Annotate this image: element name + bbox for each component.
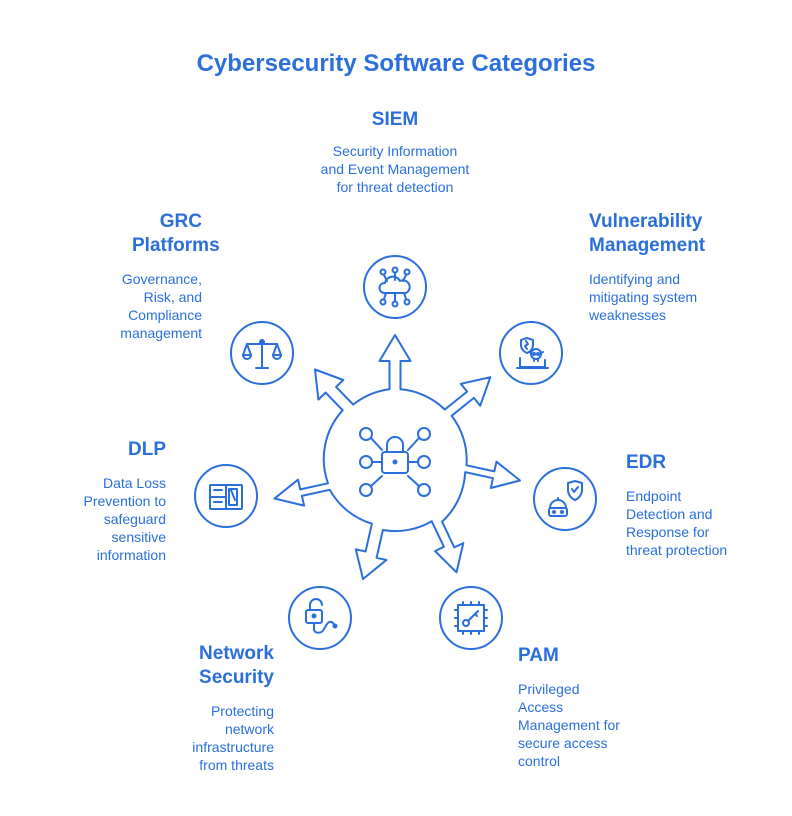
category-name: DLP	[128, 439, 166, 460]
diagram-title: Cybersecurity Software Categories	[196, 50, 596, 77]
scales-icon	[230, 321, 294, 385]
document-shield-icon	[194, 464, 258, 528]
category-dlp: DLP Data Loss Prevention to safeguard se…	[66, 438, 167, 564]
padlock-cable-icon	[288, 586, 352, 650]
category-siem: SIEM Security Information and Event Mana…	[320, 108, 470, 196]
key-circuit-icon	[439, 586, 503, 650]
category-pam: PAM Privileged Access Management for sec…	[518, 644, 628, 770]
category-name: EDR	[626, 452, 667, 473]
category-edr: EDR Endpoint Detection and Response for …	[626, 451, 756, 559]
category-description: Governance, Risk, and Compliance managem…	[120, 271, 202, 341]
category-name: SIEM	[371, 109, 419, 130]
category-description: Endpoint Detection and Response for thre…	[626, 488, 728, 558]
category-description: Identifying and mitigating system weakne…	[589, 271, 698, 323]
category-description: Data Loss Prevention to safeguard sensit…	[83, 475, 167, 563]
category-grc-platforms: GRC Platforms Governance, Risk, and Comp…	[102, 210, 220, 342]
category-name: Network Security	[199, 643, 274, 688]
category-description: Privileged Access Management for secure …	[518, 681, 620, 769]
category-name: Vulnerability Management	[589, 211, 706, 256]
category-vulnerability-management: Vulnerability Management Identifying and…	[589, 210, 729, 324]
category-description: Security Information and Event Managemen…	[320, 143, 470, 195]
hub-outline	[273, 334, 521, 580]
hub-with-arrows	[273, 334, 521, 580]
cloud-network-icon	[363, 255, 427, 319]
category-description: Protecting network infrastructure from t…	[192, 703, 274, 773]
category-name: PAM	[518, 645, 559, 666]
bug-laptop-icon	[499, 321, 563, 385]
shield-endpoint-icon	[533, 467, 597, 531]
category-name: GRC Platforms	[132, 211, 220, 256]
network-lock-icon	[359, 427, 431, 497]
category-network-security: Network Security Protecting network infr…	[164, 642, 274, 774]
